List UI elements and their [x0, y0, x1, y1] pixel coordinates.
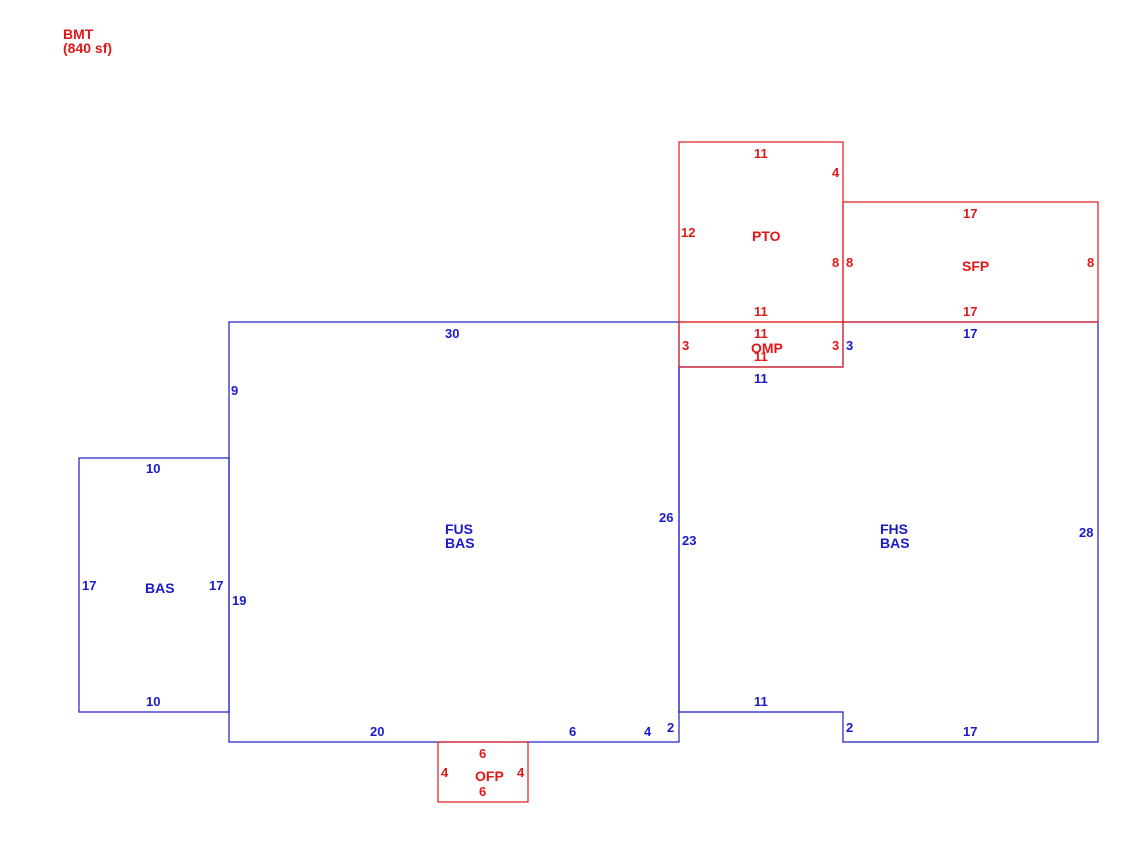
dim-fus-bottom-c: 4 [644, 724, 652, 739]
dim-pto-right: 8 [832, 255, 839, 270]
dim-bas-left: 17 [82, 578, 96, 593]
dim-fhs-top: 17 [963, 326, 977, 341]
dim-fus-bottom-step: 2 [667, 720, 674, 735]
ofp-outline [437, 741, 529, 803]
dim-omp-left: 3 [682, 338, 689, 353]
dim-sfp-left: 8 [846, 255, 853, 270]
dim-omp-bottom: 11 [754, 349, 768, 364]
dim-omp-right: 3 [832, 338, 839, 353]
dim-fus-left-upper: 9 [231, 383, 238, 398]
dim-pto-right-upper: 4 [832, 165, 840, 180]
dim-fus-top: 30 [445, 326, 459, 341]
area-label-fhs-2: BAS [880, 535, 910, 551]
dim-pto-top: 11 [754, 146, 768, 161]
dim-fus-left-lower: 19 [232, 593, 246, 608]
area-label-ofp: OFP [475, 768, 504, 784]
dim-fhs-right-side: 3 [846, 338, 853, 353]
dim-ofp-right: 4 [517, 765, 525, 780]
dim-pto-bottom: 11 [754, 304, 768, 319]
note-line-1: BMT [63, 26, 94, 42]
dim-bas-bottom: 10 [146, 694, 160, 709]
area-label-pto: PTO [752, 228, 781, 244]
area-label-fus-1: FUS [445, 521, 473, 537]
dim-fhs-bottom: 17 [963, 724, 977, 739]
dim-ofp-left: 4 [441, 765, 449, 780]
dim-sfp-bottom: 17 [963, 304, 977, 319]
dim-ofp-bottom: 6 [479, 784, 486, 799]
dim-ofp-top: 6 [479, 746, 486, 761]
dim-fus-right: 26 [659, 510, 673, 525]
dim-fhs-right: 28 [1079, 525, 1093, 540]
area-label-fhs-1: FHS [880, 521, 908, 537]
dim-omp-top: 11 [754, 326, 768, 341]
dim-fhs-notch-side: 2 [846, 720, 853, 735]
sfp-outline [842, 201, 1099, 323]
dim-bas-top: 10 [146, 461, 160, 476]
area-label-omp: OMP [751, 340, 783, 356]
note-line-2: (840 sf) [63, 40, 112, 56]
dim-bas-right: 17 [209, 578, 223, 593]
dim-fus-bottom-a: 20 [370, 724, 384, 739]
dim-fhs-left: 23 [682, 533, 696, 548]
dim-fhs-top-left: 11 [754, 371, 768, 386]
dim-fhs-notch-top: 11 [754, 694, 768, 709]
area-label-bas-left: BAS [145, 580, 175, 596]
omp-outline [678, 321, 844, 368]
dim-sfp-top: 17 [963, 206, 977, 221]
dim-fus-bottom-b: 6 [569, 724, 576, 739]
dim-sfp-right: 8 [1087, 255, 1094, 270]
area-label-sfp: SFP [962, 258, 989, 274]
area-label-fus-2: BAS [445, 535, 475, 551]
dim-pto-left: 12 [681, 225, 695, 240]
